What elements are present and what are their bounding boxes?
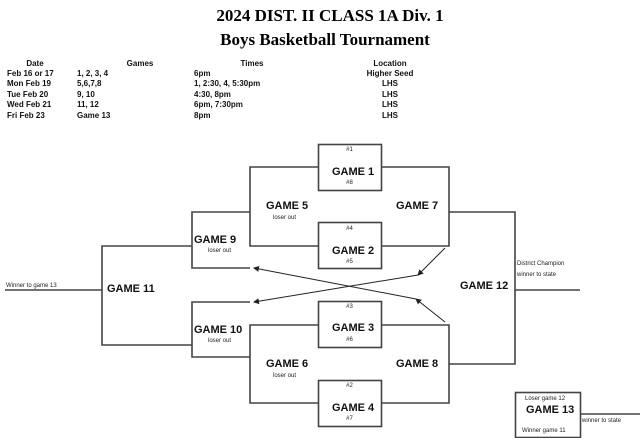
game2-seed-bottom: #5: [346, 259, 353, 265]
game3-label: GAME 3: [332, 322, 375, 334]
game4-seed-bottom: #7: [346, 416, 353, 422]
game5-bracket: [249, 166, 318, 247]
schedule-times: 1, 2:30, 4, 5:30pm: [194, 79, 261, 89]
game6-label: GAME 6: [266, 358, 309, 370]
game12-label: GAME 12: [460, 280, 509, 292]
schedule-times: 6pm: [194, 69, 211, 78]
game1-label: GAME 1: [332, 166, 375, 178]
game8-label: GAME 8: [396, 358, 439, 370]
game5-note: loser out: [273, 215, 297, 221]
schedule-col-times: 6pm 1, 2:30, 4, 5:30pm 4:30, 8pm 6pm, 7:…: [194, 69, 260, 121]
game12-note-line2: winner to state: [517, 272, 557, 278]
arrow-game7-loser: [417, 247, 446, 276]
game7-label: GAME 7: [396, 200, 439, 212]
game9-label: GAME 9: [194, 234, 237, 246]
title-line-1: 2024 DIST. II CLASS 1A Div. 1: [216, 6, 444, 25]
schedule-games: Game 13: [77, 110, 111, 120]
game13-bottom-note: Winner game 11: [522, 428, 566, 434]
schedule-header-date: Date: [26, 59, 44, 68]
game10-note: loser out: [208, 338, 232, 344]
game10-box: [191, 301, 250, 358]
game3-seed-bottom: #6: [346, 337, 353, 343]
game11-note: Winner to game 13: [6, 283, 57, 289]
game5-label: GAME 5: [266, 200, 309, 212]
schedule-location: LHS: [382, 110, 398, 120]
game10-label: GAME 10: [194, 324, 243, 336]
game4-seed-top: #2: [346, 383, 353, 389]
game11-bracket: [101, 245, 192, 346]
schedule-location: LHS: [382, 89, 398, 99]
schedule-col-date: Feb 16 or 17 Mon Feb 19 Tue Feb 20 Wed F…: [7, 69, 54, 121]
schedule-date: Wed Feb 21: [7, 100, 52, 110]
game7-bracket: [381, 166, 450, 247]
game4-label: GAME 4: [332, 402, 375, 414]
schedule-games: 9, 10: [77, 89, 95, 99]
schedule-col-location: Higher Seed LHS LHS LHS LHS: [355, 69, 425, 121]
schedule-times: 4:30, 8pm: [194, 89, 231, 99]
game1-seed-bottom: #8: [346, 180, 353, 186]
game6-bracket: [249, 324, 318, 404]
schedule-games: 5,6,7,8: [77, 79, 102, 89]
schedule-times: 6pm, 7:30pm: [194, 100, 243, 110]
schedule-header-times: Times: [240, 59, 264, 68]
arrow-to-game10: [253, 274, 419, 305]
schedule-col-games: 1, 2, 3, 4 5,6,7,8 9, 10 11, 12 Game 13: [77, 69, 110, 121]
schedule-games: 1, 2, 3, 4: [77, 69, 109, 78]
game6-note: loser out: [273, 373, 297, 379]
arrow-game8-loser: [415, 298, 446, 323]
game13-top-note: Loser game 12: [525, 396, 566, 402]
game9-note: loser out: [208, 248, 232, 254]
schedule-date: Tue Feb 20: [7, 89, 49, 99]
schedule-location: LHS: [382, 79, 398, 89]
game2-label: GAME 2: [332, 245, 375, 257]
arrow-to-game9: [253, 265, 417, 300]
schedule-header-location: Location: [373, 59, 407, 68]
schedule-date: Fri Feb 23: [7, 110, 45, 120]
schedule-times: 8pm: [194, 110, 211, 120]
game13-note: winner to state: [582, 418, 622, 424]
game11-label: GAME 11: [107, 283, 155, 295]
game12-note-line1: District Champion: [517, 261, 565, 267]
game2-seed-top: #4: [346, 226, 353, 232]
game3-seed-top: #3: [346, 304, 353, 310]
game12-bracket: [449, 211, 516, 365]
title-line-2: Boys Basketball Tournament: [220, 30, 430, 49]
schedule-date: Mon Feb 19: [7, 79, 52, 89]
schedule-date: Feb 16 or 17: [7, 69, 54, 78]
schedule-header-games: Games: [126, 59, 154, 68]
schedule-location: Higher Seed: [366, 69, 414, 78]
game9-box: [191, 211, 250, 269]
game13-label: GAME 13: [526, 404, 575, 416]
schedule-location: LHS: [382, 100, 398, 110]
schedule-games: 11, 12: [77, 100, 99, 110]
game1-seed-top: #1: [346, 147, 353, 153]
